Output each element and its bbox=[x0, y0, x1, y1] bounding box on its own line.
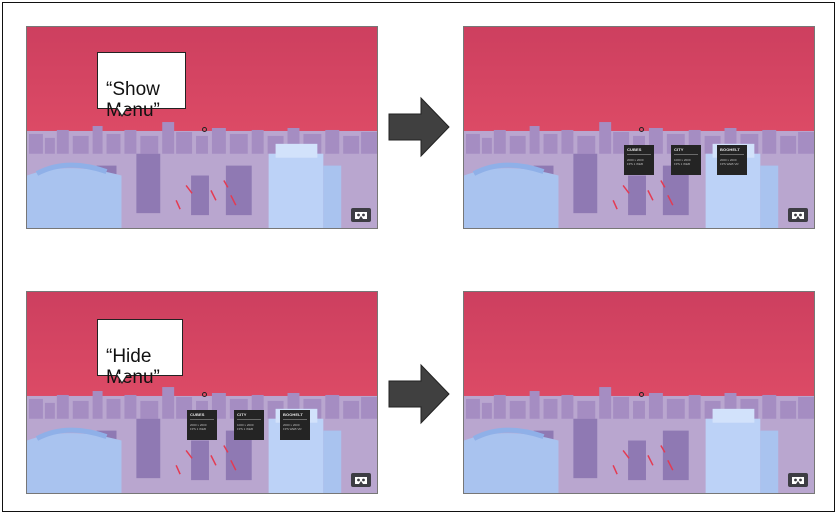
menu-card-title: BOOHELT bbox=[720, 147, 740, 152]
menu-card-title: BOOHELT bbox=[283, 412, 303, 417]
screenshot-hide-before: CUBES 2000 x 2000 FPS 1 WEB CITY 1000 x … bbox=[26, 291, 378, 494]
menu-card-line: 1000 x 2000 bbox=[237, 423, 254, 427]
menu-card-boohelt[interactable]: BOOHELT 2000 x 2000 FPS WEB VR bbox=[280, 410, 310, 440]
screenshot-show-after: CUBES 2000 x 2000 FPS 1 WEB CITY 1000 x … bbox=[463, 26, 815, 229]
menu-card-title: CITY bbox=[237, 412, 247, 417]
gaze-reticle-icon bbox=[639, 127, 644, 132]
city-scene bbox=[464, 387, 814, 493]
menu-card-cubes[interactable]: CUBES 2000 x 2000 FPS 1 WEB bbox=[624, 145, 654, 175]
menu-card-divider bbox=[720, 154, 744, 155]
speech-bubble-hide-menu: “Hide Menu” bbox=[97, 319, 183, 388]
menu-card-divider bbox=[627, 154, 651, 155]
menu-card-line: 2000 x 2000 bbox=[627, 158, 644, 162]
menu-card-boohelt[interactable]: BOOHELT 2000 x 2000 FPS WEB VR bbox=[717, 145, 747, 175]
menu-card-divider bbox=[237, 419, 261, 420]
city-scene bbox=[464, 122, 814, 228]
menu-card-title: CUBES bbox=[627, 147, 642, 152]
menu-card-line: FPS 1 WEB bbox=[237, 427, 254, 431]
menu-card-line: 2000 x 2000 bbox=[720, 158, 737, 162]
menu-card-cubes[interactable]: CUBES 2000 x 2000 FPS 1 WEB bbox=[187, 410, 217, 440]
speech-bubble-text: “Show Menu” bbox=[106, 79, 160, 121]
menu-card-line: FPS 1 WEB bbox=[190, 427, 207, 431]
gaze-reticle-icon bbox=[639, 392, 644, 397]
cardboard-vr-icon[interactable] bbox=[788, 208, 808, 222]
menu-card-title: CITY bbox=[674, 147, 684, 152]
menu-card-divider bbox=[283, 419, 307, 420]
menu-card-line: 2000 x 2000 bbox=[190, 423, 207, 427]
speech-bubble-tail bbox=[116, 107, 128, 117]
gaze-reticle-icon bbox=[202, 127, 207, 132]
menu-card-line: FPS WEB VR bbox=[720, 162, 739, 166]
right-arrow-icon bbox=[388, 96, 450, 158]
cardboard-vr-icon[interactable] bbox=[351, 208, 371, 222]
gaze-reticle-icon bbox=[202, 392, 207, 397]
cardboard-vr-icon[interactable] bbox=[788, 473, 808, 487]
screenshot-hide-after bbox=[463, 291, 815, 494]
menu-card-divider bbox=[190, 419, 214, 420]
menu-card-line: FPS WEB VR bbox=[283, 427, 302, 431]
cardboard-vr-icon[interactable] bbox=[351, 473, 371, 487]
menu-card-title: CUBES bbox=[190, 412, 205, 417]
menu-card-city[interactable]: CITY 1000 x 2000 FPS 1 WEB bbox=[234, 410, 264, 440]
menu-card-divider bbox=[674, 154, 698, 155]
menu-card-line: FPS 1 WEB bbox=[627, 162, 644, 166]
menu-card-line: 2000 x 2000 bbox=[283, 423, 300, 427]
menu-card-city[interactable]: CITY 1000 x 2000 FPS 1 WEB bbox=[671, 145, 701, 175]
speech-bubble-text: “Hide Menu” bbox=[106, 346, 160, 388]
speech-bubble-show-menu: “Show Menu” bbox=[97, 52, 186, 121]
menu-card-line: 1000 x 2000 bbox=[674, 158, 691, 162]
city-scene bbox=[27, 122, 377, 228]
menu-card-line: FPS 1 WEB bbox=[674, 162, 691, 166]
right-arrow-icon bbox=[388, 363, 450, 425]
screenshot-show-before: “Show Menu” bbox=[26, 26, 378, 229]
speech-bubble-tail bbox=[116, 374, 128, 384]
